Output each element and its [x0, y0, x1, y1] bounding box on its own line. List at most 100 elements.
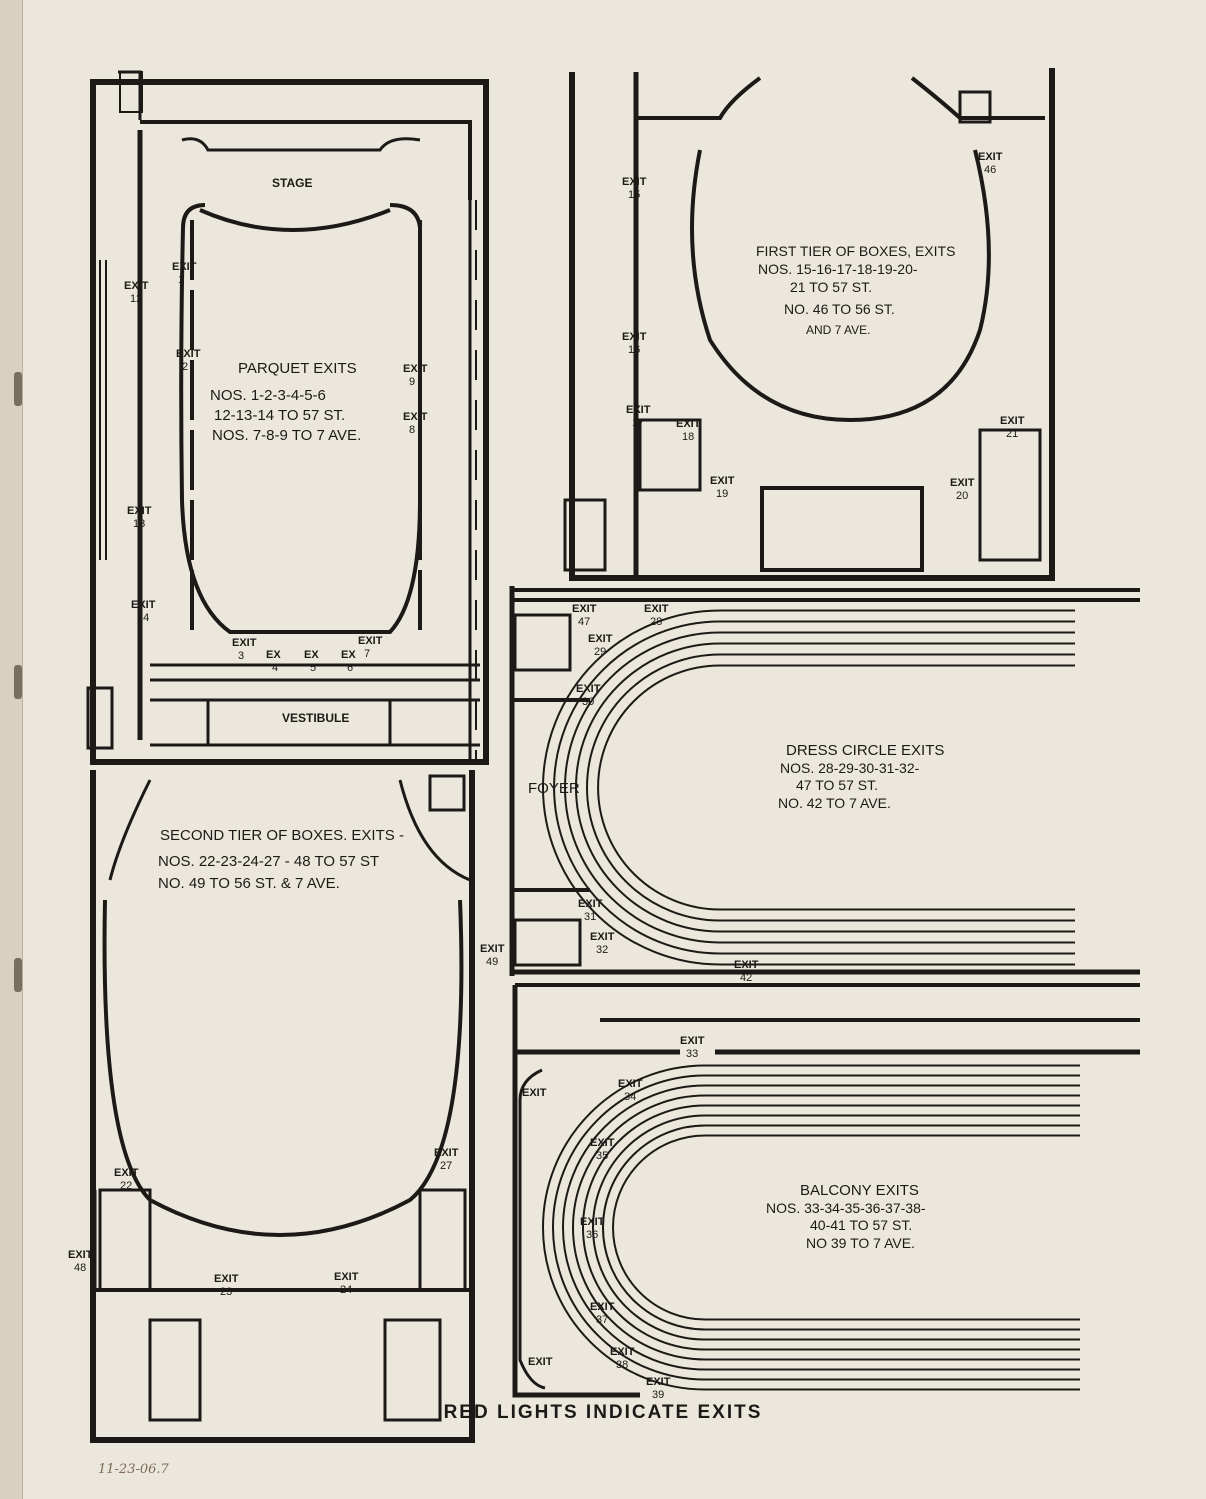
exit-label: EXIT — [646, 1376, 671, 1388]
seating-row — [553, 620, 1075, 955]
exit-label: EXIT — [172, 261, 197, 273]
exit-number: 5 — [310, 662, 316, 674]
seating-row — [542, 609, 1075, 966]
exit-number: 32 — [596, 944, 608, 956]
exit-number: 16 — [628, 344, 640, 356]
exit-number: 22 — [120, 1180, 132, 1192]
staple — [14, 958, 22, 992]
seating-row — [552, 1074, 1080, 1381]
first-tier-title: FIRST TIER OF BOXES, EXITS — [756, 243, 955, 259]
exit-label: EXIT — [676, 418, 701, 430]
exit-label: EXIT — [950, 477, 975, 489]
seating-row — [575, 642, 1075, 933]
seating-row — [572, 1094, 1080, 1361]
parquet-line1: NOS. 1-2-3-4-5-6 — [210, 387, 326, 404]
exit-label: EXIT — [334, 1271, 359, 1283]
exit-label: EXIT — [522, 1087, 547, 1099]
exit-number: 2 — [182, 361, 188, 373]
exit-number: 30 — [582, 696, 594, 708]
exit-number: 13 — [133, 518, 145, 530]
first-tier-line1: NOS. 15-16-17-18-19-20- — [758, 261, 918, 277]
seating-row — [597, 664, 1075, 911]
exit-number: 7 — [364, 648, 370, 660]
handwritten-note: 11-23-06.7 — [98, 1462, 169, 1477]
exit-label: EXIT — [622, 331, 647, 343]
exit-number: 9 — [409, 376, 415, 388]
first-tier-plan — [563, 68, 1055, 581]
seating-row — [586, 653, 1075, 922]
exit-label: EXIT — [131, 599, 156, 611]
balcony-line3: NO 39 TO 7 AVE. — [806, 1235, 915, 1251]
exit-label: EXIT — [734, 959, 759, 971]
exit-number: 28 — [650, 616, 662, 628]
exit-label: EXIT — [644, 603, 669, 615]
exit-label: EXIT — [214, 1273, 239, 1285]
exit-number: 1 — [178, 274, 184, 286]
exit-label: EXIT — [622, 176, 647, 188]
exit-number: 29 — [594, 646, 606, 658]
exit-label: EXIT — [114, 1167, 139, 1179]
second-tier-line2: NO. 49 TO 56 ST. & 7 AVE. — [158, 875, 340, 892]
exit-label: EXIT — [403, 411, 428, 423]
first-tier-line2: 21 TO 57 ST. — [790, 279, 872, 295]
seating-row — [542, 1064, 1080, 1391]
exit-number: 12 — [130, 293, 142, 305]
seating-row — [602, 1124, 1080, 1331]
exit-number: 4 — [272, 662, 278, 674]
exit-label: EXIT — [176, 348, 201, 360]
exit-number: 49 — [486, 956, 498, 968]
parquet-title: PARQUET EXITS — [238, 360, 357, 377]
exit-label: EXIT — [618, 1078, 643, 1090]
exit-number: 35 — [596, 1150, 608, 1162]
exit-number: 15 — [628, 189, 640, 201]
exit-label: EXIT — [434, 1147, 459, 1159]
exit-label: EX — [341, 649, 356, 661]
stage-label: STAGE — [272, 176, 312, 190]
second-tier-title: SECOND TIER OF BOXES. EXITS - — [160, 827, 404, 844]
exit-number: 37 — [596, 1314, 608, 1326]
exit-label: EXIT — [580, 1216, 605, 1228]
exit-number: 23 — [220, 1286, 232, 1298]
exit-number: 3 — [238, 650, 244, 662]
dress-circle-line2: 47 TO 57 ST. — [796, 777, 878, 793]
exit-label: EX — [304, 649, 319, 661]
exit-number: 38 — [616, 1359, 628, 1371]
first-tier-line4: AND 7 AVE. — [806, 323, 870, 337]
exit-number: 34 — [624, 1091, 636, 1103]
first-tier-line3: NO. 46 TO 56 ST. — [784, 301, 895, 317]
exit-label: EXIT — [528, 1356, 553, 1368]
seating-row — [582, 1104, 1080, 1351]
exit-label: EXIT — [610, 1346, 635, 1358]
parquet-plan — [86, 70, 489, 765]
exit-number: 48 — [74, 1262, 86, 1274]
exit-number: 19 — [716, 488, 728, 500]
balcony-title: BALCONY EXITS — [800, 1182, 919, 1199]
exit-label: EXIT — [626, 404, 651, 416]
exit-number: 46 — [984, 164, 996, 176]
exit-label: EXIT — [480, 943, 505, 955]
exit-label: EXIT — [572, 603, 597, 615]
exit-number: 17 — [632, 417, 644, 429]
exit-label: EXIT — [68, 1249, 93, 1261]
dress-circle-line1: NOS. 28-29-30-31-32- — [780, 760, 920, 776]
exit-label: EXIT — [358, 635, 383, 647]
seating-row — [564, 631, 1075, 944]
exit-label: EXIT — [403, 363, 428, 375]
balcony-plan — [512, 983, 1140, 1398]
exit-number: 31 — [584, 911, 596, 923]
exit-label: EXIT — [710, 475, 735, 487]
dress-circle-title: DRESS CIRCLE EXITS — [786, 742, 944, 759]
exit-number: 14 — [137, 612, 149, 624]
exit-label: EXIT — [124, 280, 149, 292]
staple — [14, 665, 22, 699]
seating-row — [612, 1134, 1080, 1321]
balcony-line1: NOS. 33-34-35-36-37-38- — [766, 1200, 926, 1216]
seating-row — [592, 1114, 1080, 1341]
vestibule-label: VESTIBULE — [282, 711, 349, 725]
foyer-label: FOYER — [528, 780, 580, 797]
exit-label: EXIT — [590, 1301, 615, 1313]
parquet-line2: 12-13-14 TO 57 ST. — [214, 407, 345, 424]
exit-label: EXIT — [576, 683, 601, 695]
